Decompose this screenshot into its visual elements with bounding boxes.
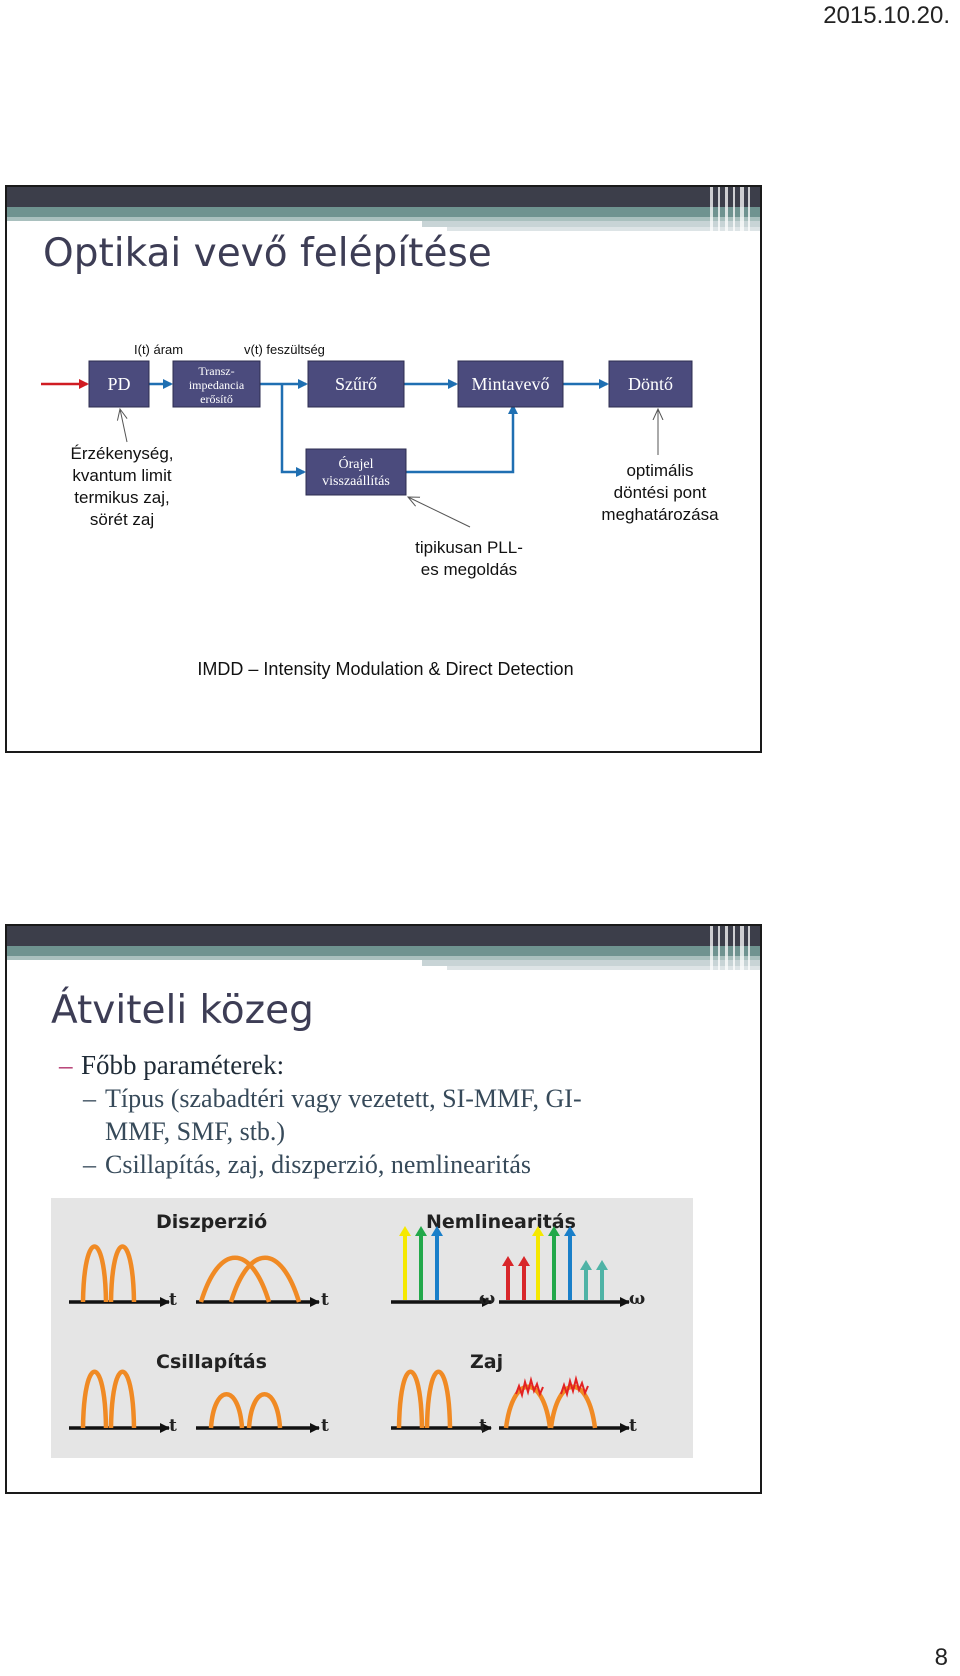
bullet-list: –Főbb paraméterek: –Típus (szabadtéri va… — [59, 1048, 699, 1181]
dispersion-before: t — [69, 1247, 177, 1311]
tia-label-line2: impedancia — [189, 378, 245, 392]
bullet-level2-continuation: MMF, SMF, stb.) — [59, 1115, 699, 1148]
sampler-label: Mintavevő — [472, 374, 550, 394]
label-attenuation: Csillapítás — [156, 1351, 267, 1373]
decision-note-line: optimális — [585, 460, 735, 482]
current-label: I(t) áram — [134, 342, 183, 357]
pulse — [111, 1247, 134, 1303]
pd-note-line: Érzékenység, — [57, 443, 187, 465]
slide-receiver: Optikai vevő felépítése I(t) áram v(t) f… — [5, 185, 762, 753]
label-dispersion: Diszperzió — [156, 1211, 267, 1233]
voltage-label: v(t) feszültség — [244, 342, 325, 357]
pulse — [83, 1372, 106, 1428]
attenuation-before: t — [69, 1372, 177, 1436]
bullet-level2: –Csillapítás, zaj, diszperzió, nemlinear… — [59, 1148, 699, 1181]
pointer-pd-notes — [120, 409, 127, 442]
pd-note-line: sörét zaj — [57, 509, 187, 531]
impairments-illustration: Diszperzió Nemlinearitás Csillapítás Zaj… — [51, 1198, 693, 1458]
dispersion-after: t — [196, 1258, 329, 1310]
tia-label-line1: Transz- — [198, 364, 234, 378]
pd-label: PD — [107, 374, 130, 394]
bullet-text: Főbb paraméterek: — [81, 1050, 284, 1080]
spectral-line-head — [596, 1260, 608, 1270]
spectral-line-head — [502, 1256, 514, 1266]
decision-note: optimális döntési pont meghatározása — [585, 460, 735, 526]
pll-note: tipikusan PLL- es megoldás — [399, 537, 539, 581]
attenuation-after: t — [196, 1394, 329, 1436]
pll-note-line: es megoldás — [399, 559, 539, 581]
slide-transmission-medium: Átviteli közeg –Főbb paraméterek: –Típus… — [5, 924, 762, 1494]
axis-label-omega: ω — [629, 1289, 645, 1309]
pll-note-line: tipikusan PLL- — [399, 537, 539, 559]
slide-header-band — [7, 926, 762, 986]
arrow-to-clock-recovery — [282, 384, 304, 472]
axis-label-omega: ω — [479, 1289, 495, 1309]
decision-note-line: döntési pont — [585, 482, 735, 504]
pointer-pll-note — [408, 497, 470, 527]
pd-note-line: termikus zaj, — [57, 487, 187, 509]
axis-label-t: t — [169, 1416, 177, 1436]
noise-after: t — [499, 1379, 637, 1436]
pulse — [399, 1372, 422, 1428]
filter-label: Szűrő — [335, 374, 377, 394]
imdd-footer: IMDD – Intensity Modulation & Direct Det… — [7, 659, 762, 680]
bullet-text: Típus (szabadtéri vagy vezetett, SI-MMF,… — [105, 1084, 582, 1113]
bullet-level2: –Típus (szabadtéri vagy vezetett, SI-MMF… — [59, 1082, 699, 1115]
axis-label-t: t — [479, 1416, 487, 1436]
clock-label-line1: Órajel — [339, 455, 374, 472]
pulse — [211, 1394, 242, 1428]
decision-note-line: meghatározása — [585, 504, 735, 526]
tia-label-line3: erősítő — [200, 392, 233, 406]
label-noise: Zaj — [470, 1351, 503, 1373]
spectral-line-head — [518, 1256, 530, 1266]
axis-label-t: t — [321, 1290, 329, 1310]
pulse — [83, 1247, 106, 1303]
bullet-text: MMF, SMF, stb.) — [105, 1117, 285, 1146]
nonlinearity-before: ω — [391, 1226, 495, 1309]
page-number: 8 — [935, 1644, 948, 1672]
decision-box: Döntő — [609, 361, 692, 407]
pulse — [427, 1372, 450, 1428]
pulse — [249, 1394, 280, 1428]
pd-box: PD — [89, 361, 149, 407]
decision-label: Döntő — [628, 374, 673, 394]
slide-title: Átviteli közeg — [51, 988, 314, 1033]
impairments-figure: Diszperzió Nemlinearitás Csillapítás Zaj… — [51, 1198, 693, 1458]
spectral-line-head — [580, 1260, 592, 1270]
pd-note-line: kvantum limit — [57, 465, 187, 487]
arrow-clock-to-sampler — [406, 406, 513, 472]
nonlinearity-after: ω — [499, 1226, 645, 1309]
axis-label-t: t — [169, 1290, 177, 1310]
bullet-text: Csillapítás, zaj, diszperzió, nemlineari… — [105, 1150, 531, 1179]
pulse — [111, 1372, 134, 1428]
pd-notes: Érzékenység, kvantum limit termikus zaj,… — [57, 443, 187, 531]
axis-label-t: t — [321, 1416, 329, 1436]
clock-label-line2: visszaállítás — [322, 474, 390, 489]
sampler-box: Mintavevő — [458, 361, 563, 407]
bullet-level1: –Főbb paraméterek: — [59, 1048, 699, 1082]
page-date: 2015.10.20. — [823, 2, 950, 30]
axis-label-t: t — [629, 1416, 637, 1436]
noise-before: t — [391, 1372, 491, 1436]
tia-box: Transz- impedancia erősítő — [173, 361, 260, 407]
clock-recovery-box: Órajel visszaállítás — [306, 449, 406, 495]
spectral-line-head — [399, 1226, 411, 1236]
filter-box: Szűrő — [308, 361, 404, 407]
